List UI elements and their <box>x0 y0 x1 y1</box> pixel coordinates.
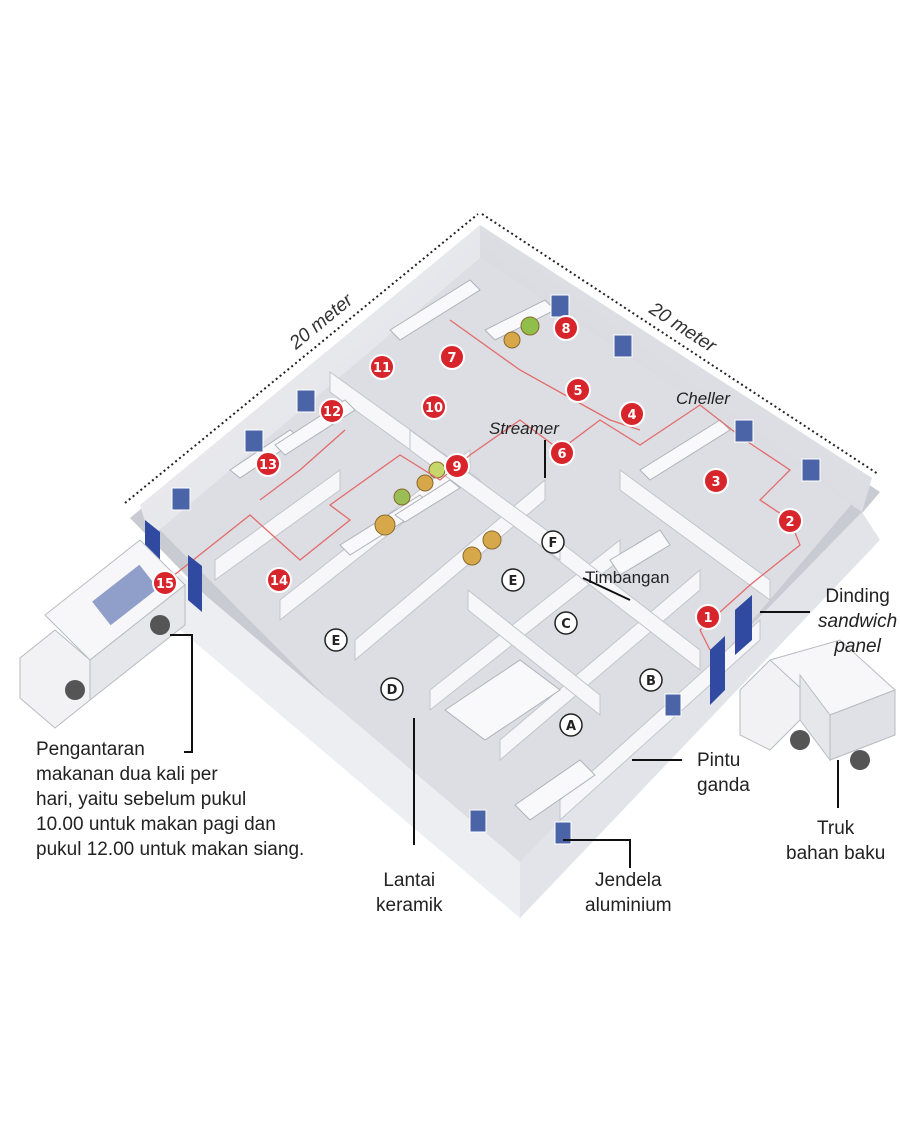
step-marker: 1 <box>695 604 721 630</box>
zone-letter: E <box>509 574 518 589</box>
zone-letter: F <box>549 536 558 551</box>
zone-marker: D <box>380 677 404 701</box>
callout-truk-line1: Truk <box>817 818 855 839</box>
callout-dinding-line2: sandwich <box>818 611 898 632</box>
callout-truk: Truk bahan baku <box>786 816 885 866</box>
callout-dinding-line1: Dinding <box>825 586 890 607</box>
zone-letter: E <box>332 634 341 649</box>
zone-letter: C <box>561 617 571 632</box>
step-number: 15 <box>156 577 174 592</box>
callout-jendela-line2: aluminium <box>585 895 672 916</box>
step-marker: 4 <box>619 401 645 427</box>
callout-lantai: Lantai keramik <box>376 868 443 918</box>
step-marker: 3 <box>703 468 729 494</box>
step-marker: 12 <box>319 398 345 424</box>
step-number: 7 <box>447 351 456 366</box>
step-marker: 9 <box>444 453 470 479</box>
zone-letter: A <box>566 719 576 734</box>
callout-jendela-line1: Jendela <box>595 870 662 891</box>
windows <box>171 294 821 845</box>
workflow-route <box>167 319 801 651</box>
dimension-lines <box>124 213 879 504</box>
callout-lantai-line1: Lantai <box>383 870 436 891</box>
callout-dinding-line3: panel <box>834 636 881 657</box>
step-marker: 13 <box>255 451 281 477</box>
step-number: 1 <box>703 611 712 626</box>
cooking-pots <box>374 316 540 566</box>
callout-pengantaran-line5: pukul 12.00 untuk makan siang. <box>36 839 305 860</box>
callout-pintu-line1: Pintu <box>697 750 741 771</box>
timbangan-label: Timbangan <box>585 568 669 587</box>
step-marker: 2 <box>777 508 803 534</box>
zone-marker: E <box>324 628 348 652</box>
zone-letter: D <box>387 683 398 698</box>
step-marker: 15 <box>152 570 178 596</box>
zone-marker: F <box>541 530 565 554</box>
callout-dinding: Dinding sandwich panel <box>818 584 897 659</box>
step-marker: 11 <box>369 354 395 380</box>
step-number: 9 <box>452 460 461 475</box>
callout-lantai-line2: keramik <box>376 895 443 916</box>
callout-truk-line2: bahan baku <box>786 843 886 864</box>
step-number: 3 <box>711 475 720 490</box>
zone-marker: B <box>639 668 663 692</box>
step-marker: 6 <box>549 440 575 466</box>
step-number: 14 <box>270 574 288 589</box>
step-number: 2 <box>785 515 794 530</box>
kitchen-equipment <box>229 279 731 821</box>
back-wall-right <box>480 225 872 512</box>
callout-pengantaran-line2: makanan dua kali per <box>36 764 218 785</box>
callout-pengantaran-line3: hari, yaitu sebelum pukul <box>36 789 247 810</box>
front-wall-left <box>178 572 520 918</box>
callout-pengantaran-line1: Pengantaran <box>36 739 145 760</box>
step-number: 12 <box>323 405 341 420</box>
step-marker: 10 <box>421 394 447 420</box>
step-number: 10 <box>425 401 443 416</box>
callout-pengantaran-line4: 10.00 untuk makan pagi dan <box>36 814 276 835</box>
zone-marker: E <box>501 568 525 592</box>
zone-marker: C <box>554 611 578 635</box>
front-wall-right <box>520 512 880 918</box>
back-wall-left <box>140 225 480 538</box>
step-marker: 5 <box>565 377 591 403</box>
step-number: 11 <box>373 361 391 376</box>
leader-lines <box>170 440 839 868</box>
step-marker: 7 <box>439 344 465 370</box>
callout-pintu: Pintu ganda <box>697 748 750 798</box>
callout-jendela: Jendela aluminium <box>585 868 672 918</box>
step-number: 5 <box>573 384 582 399</box>
callout-pintu-line2: ganda <box>697 775 750 796</box>
raw-material-truck <box>739 639 896 770</box>
step-marker: 8 <box>553 315 579 341</box>
delivery-van <box>19 539 186 729</box>
streamer-label: Streamer <box>489 419 560 438</box>
zone-marker: A <box>559 713 583 737</box>
step-number: 13 <box>259 458 277 473</box>
step-marker: 14 <box>266 567 292 593</box>
callout-pengantaran: Pengantaran makanan dua kali per hari, y… <box>36 737 304 862</box>
zone-letter: B <box>646 674 656 689</box>
step-number: 4 <box>627 408 636 423</box>
step-number: 6 <box>557 447 566 462</box>
cheller-label: Cheller <box>676 389 731 408</box>
step-number: 8 <box>561 322 570 337</box>
